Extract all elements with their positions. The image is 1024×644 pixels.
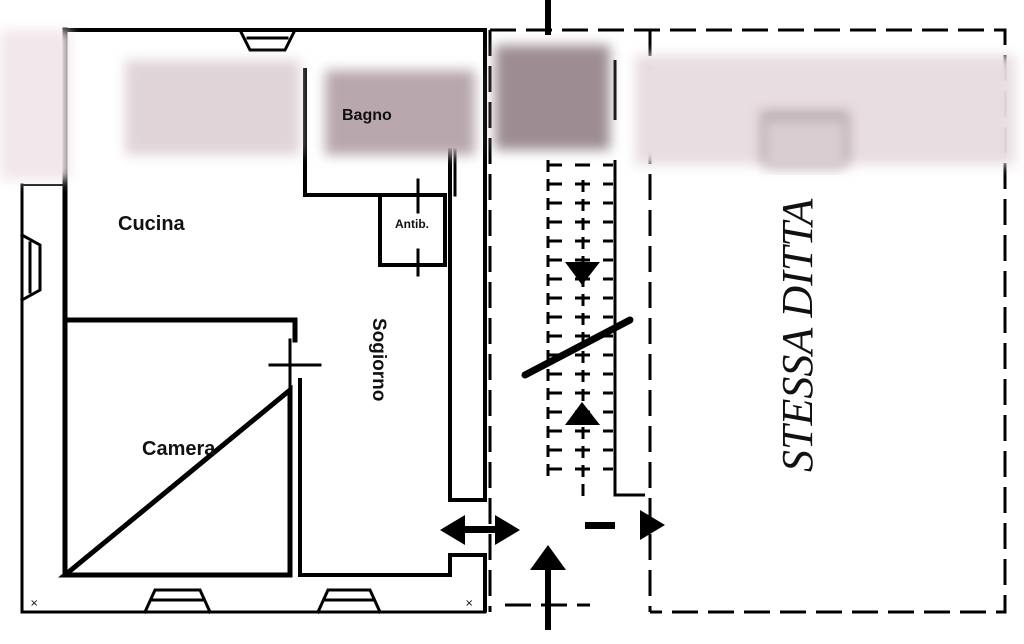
arrow-up-icon: [565, 402, 600, 425]
redaction-blur: [0, 30, 1015, 180]
room-label-camera: Camera: [142, 438, 216, 460]
arrows: [440, 0, 665, 630]
walls: [19, 27, 487, 614]
corner-mark: ×: [465, 598, 473, 609]
staircase: [521, 60, 645, 500]
room-label-antibagno: Antib.: [395, 217, 429, 231]
corner-mark: ×: [30, 598, 38, 609]
arrow-right-icon: [640, 510, 665, 540]
room-label-bagno: Bagno: [342, 107, 392, 124]
arrow-up-icon: [530, 545, 566, 570]
arrow-right-icon: [495, 515, 520, 545]
room-label-cucina: Cucina: [118, 213, 186, 235]
arrow-left-icon: [440, 515, 465, 545]
room-label-soggiorno: Sogiorno: [368, 318, 389, 401]
arrow-down-icon: [565, 262, 600, 285]
adjacent-property-label: STESSA DITTA: [773, 197, 822, 472]
